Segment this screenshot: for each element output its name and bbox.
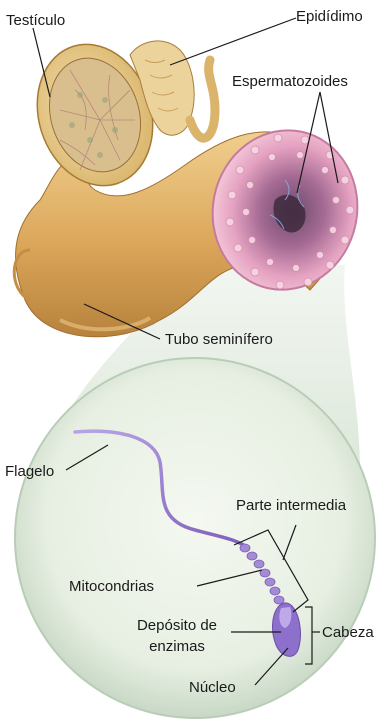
- label-tubo-seminifero: Tubo seminífero: [165, 331, 273, 348]
- label-deposito-de-enzimas: Depósito de enzimas: [122, 617, 232, 655]
- label-nucleo: Núcleo: [189, 679, 236, 696]
- label-cabeza: Cabeza: [322, 624, 374, 641]
- label-testiculo: Testículo: [6, 12, 65, 29]
- label-deposito-line2: enzimas: [122, 638, 232, 655]
- label-epididimo: Epidídimo: [296, 8, 363, 25]
- label-parte-intermedia: Parte intermedia: [236, 497, 346, 514]
- label-deposito-line1: Depósito de: [122, 617, 232, 634]
- label-flagelo: Flagelo: [5, 463, 54, 480]
- magnified-circle: [15, 358, 375, 718]
- label-mitocondrias: Mitocondrias: [69, 578, 154, 595]
- label-espermatozoides: Espermatozoides: [232, 73, 348, 90]
